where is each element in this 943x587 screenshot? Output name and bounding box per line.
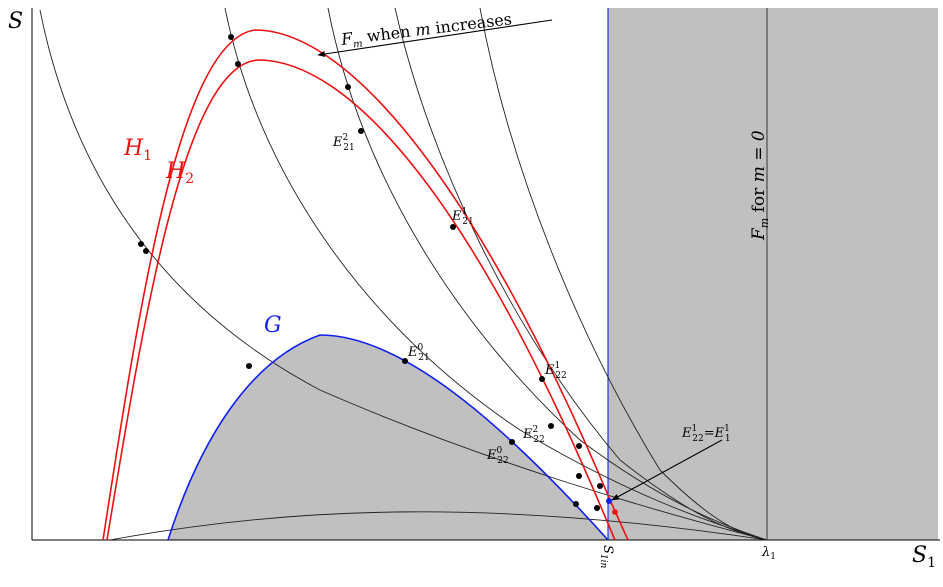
h2-curve (106, 59, 616, 541)
s1in-tick-label: S1in (598, 545, 615, 569)
dot-e (594, 505, 600, 511)
dot-e22-2 (548, 423, 554, 429)
fm-curve-3 (327, 7, 768, 541)
fm-increase-arrow (317, 19, 553, 58)
shaded-region-right (608, 8, 938, 540)
h2-label: H2 (165, 159, 194, 187)
dot-equality-blue (606, 498, 612, 504)
fm-curve-5 (479, 7, 768, 541)
g-label: G (264, 313, 282, 338)
dot-e22-0 (509, 439, 515, 445)
equality-arrow (611, 439, 723, 501)
fm-curve-2 (224, 7, 768, 541)
dot-h1-top (228, 34, 234, 40)
fm-curve-1 (39, 9, 768, 541)
h1-curve (102, 29, 629, 541)
fm-curve-6 (109, 511, 768, 541)
dot-h1-left (138, 241, 144, 247)
fm-m0-annotation: Fm for m = 0 (749, 130, 771, 241)
dot-a (576, 443, 582, 449)
dot-d (573, 501, 579, 507)
dot-e22-1 (539, 376, 545, 382)
dot-b (576, 473, 582, 479)
dot-e21-1 (450, 224, 456, 230)
dot-h2-top (235, 61, 241, 67)
dot-upper (345, 84, 351, 90)
dot-e21-2 (358, 128, 364, 134)
g-curve (167, 334, 609, 541)
dot-h2-left (143, 248, 149, 254)
h1-label: H1 (123, 136, 152, 164)
y-axis-label: S (8, 9, 23, 34)
dot-e21-0 (402, 358, 408, 364)
x-axis-label: S1 (912, 543, 936, 571)
dot-c (597, 483, 603, 489)
shaded-region-under-g (168, 335, 608, 540)
fm-curve-4 (394, 7, 768, 541)
dot-g-left (246, 363, 252, 369)
lambda1-tick-label: λ1 (761, 545, 776, 562)
dot-red-low (612, 509, 618, 515)
